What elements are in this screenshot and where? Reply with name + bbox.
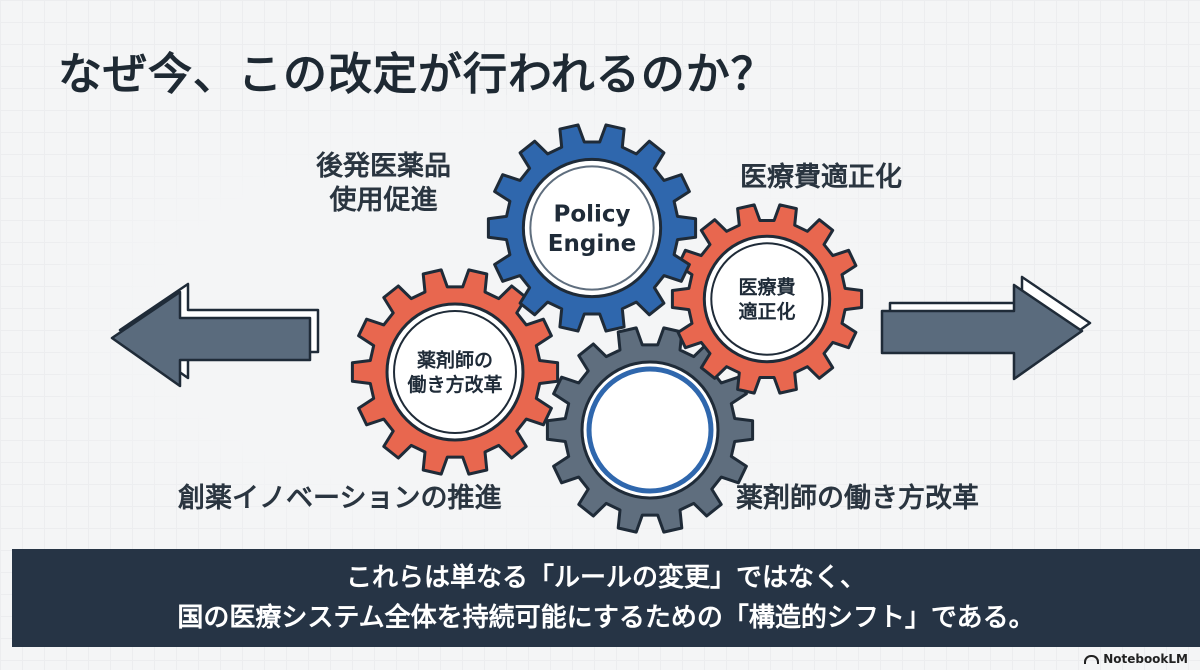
gear-pharmacist-reform: 薬剤師の働き方改革: [350, 268, 560, 476]
label-generic-drug: 後発医薬品 使用促進: [316, 150, 451, 218]
label-pharmacist-reform: 薬剤師の働き方改革: [736, 483, 979, 514]
notebooklm-brand: NotebookLM: [1084, 652, 1188, 666]
label-generic-drug-line2: 使用促進: [329, 184, 438, 216]
page-title: なぜ今、この改定が行われるのか？: [58, 49, 776, 100]
gear-center: [545, 326, 755, 534]
gear-cost-optimization-text-line-2: 適正化: [738, 300, 795, 323]
brand-label: NotebookLM: [1103, 652, 1188, 666]
gear-policy-engine-text-line-2: Engine: [548, 231, 636, 257]
left-arrow-icon: [110, 282, 320, 388]
banner-line-1: これらは単なる「ルールの変更」ではなく、: [345, 563, 866, 593]
label-generic-drug-line1: 後発医薬品: [316, 151, 451, 182]
gear-pharmacist-reform-text-line-1: 薬剤師の: [416, 348, 493, 371]
conclusion-banner: これらは単なる「ルールの変更」ではなく、 国の医療システム全体を持続可能にするた…: [12, 549, 1200, 647]
label-drug-innovation: 創薬イノベーションの推進: [178, 483, 502, 514]
label-cost-optimization: 医療費適正化: [740, 162, 902, 193]
gear-pharmacist-reform-text-line-2: 働き方改革: [406, 373, 502, 396]
banner-line-2: 国の医療システム全体を持続可能にするための「構造的シフト」である。: [177, 603, 1035, 633]
gear-policy-engine-text-line-1: Policy: [553, 201, 630, 227]
gear-cost-optimization-text-line-1: 医療費: [738, 275, 795, 298]
right-arrow-icon: [880, 275, 1092, 381]
gear-cost-optimization: 医療費適正化: [670, 203, 864, 395]
notebooklm-logo-icon: [1084, 654, 1100, 664]
